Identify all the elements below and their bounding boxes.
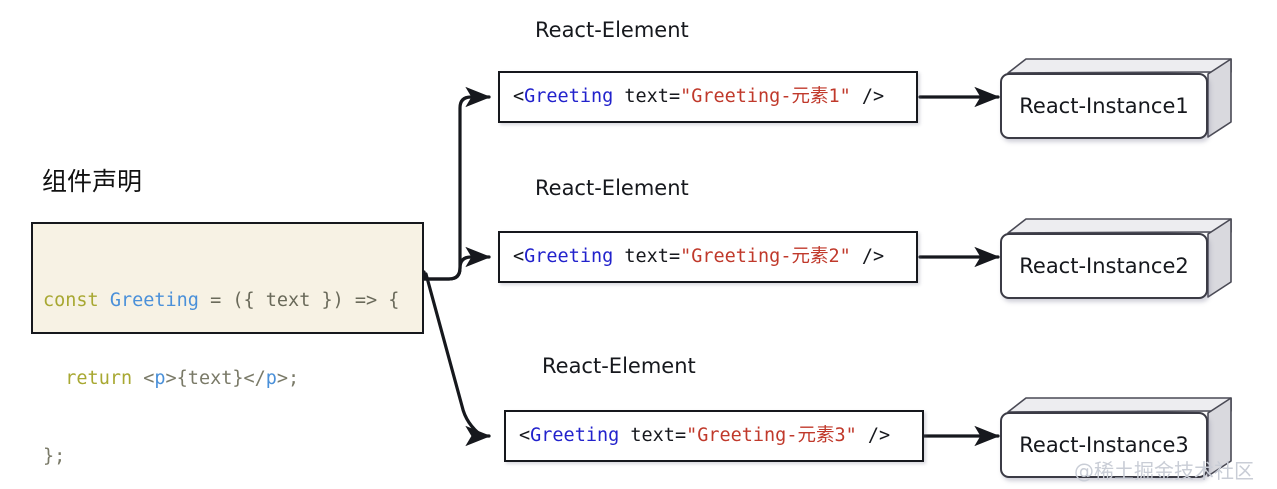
- element-code-2: <Greeting text="Greeting-元素2" />: [513, 246, 885, 267]
- instance-label-3: React-Instance3: [1019, 433, 1189, 457]
- react-element-box-2: <Greeting text="Greeting-元素2" />: [498, 231, 918, 283]
- instance-label-1: React-Instance1: [1019, 94, 1189, 118]
- element-label-1: React-Element: [535, 18, 689, 42]
- declaration-title: 组件声明: [42, 167, 143, 196]
- react-element-box-1: <Greeting text="Greeting-元素1" />: [498, 71, 918, 123]
- element-label-2: React-Element: [535, 176, 689, 200]
- wire-to-element-1: [422, 86, 491, 281]
- instance-3d-faces-1: [1007, 58, 1232, 138]
- react-instance-box-1: React-Instance1: [1000, 58, 1232, 140]
- instance-3d-faces-3: [1007, 397, 1232, 477]
- instance-front-face-2: React-Instance2: [1000, 233, 1208, 299]
- instance-label-2: React-Instance2: [1019, 254, 1189, 278]
- code-line: };: [43, 446, 66, 467]
- code-line: const Greeting = ({ text }) => {: [43, 290, 400, 311]
- element-code-1: <Greeting text="Greeting-元素1" />: [513, 86, 885, 107]
- instance-front-face-3: React-Instance3: [1000, 412, 1208, 478]
- wire-to-element-2: [422, 246, 491, 281]
- instance-3d-faces-2: [1007, 218, 1232, 298]
- element-code-3: <Greeting text="Greeting-元素3" />: [519, 425, 891, 446]
- wire-to-element-3: [424, 272, 491, 447]
- instance-front-face-1: React-Instance1: [1000, 73, 1208, 139]
- react-instance-box-3: React-Instance3: [1000, 397, 1232, 479]
- react-element-box-3: <Greeting text="Greeting-元素3" />: [504, 410, 924, 462]
- element-label-3: React-Element: [542, 354, 696, 378]
- code-line: return <p>{text}</p>;: [65, 368, 300, 389]
- react-instance-box-2: React-Instance2: [1000, 218, 1232, 300]
- watermark: @稀土掘金技术社区: [1074, 459, 1254, 483]
- component-declaration-code: const Greeting = ({ text }) => { return …: [31, 222, 424, 467]
